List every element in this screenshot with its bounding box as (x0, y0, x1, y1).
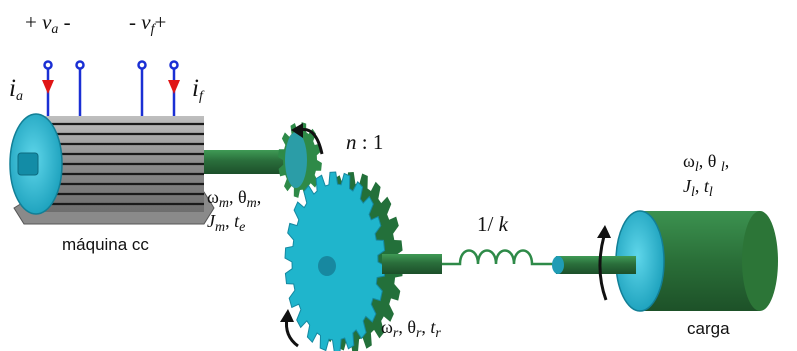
gear-shaft (382, 254, 442, 274)
rotation-arrows (280, 123, 611, 348)
load-body-end (742, 211, 778, 311)
large-gear (284, 171, 403, 351)
if-label: if (192, 75, 203, 104)
gear-speed-angle-torque-label: ωr, θr, tr (381, 317, 441, 341)
field-current-arrow (168, 80, 180, 94)
spring (442, 249, 556, 266)
dc-machine (9, 113, 215, 225)
load-inertia-torque-label: Jl, tl (683, 176, 713, 200)
vf-label: - vf+ (129, 10, 167, 37)
load-shaft (556, 256, 636, 274)
motor-stripes (40, 122, 204, 206)
terminal-wires (43, 60, 179, 116)
gear-ratio-label: n : 1 (346, 130, 384, 154)
gear-rotation-arrow (285, 317, 299, 348)
load (615, 210, 778, 312)
current-arrows (42, 80, 180, 94)
load-speed-angle-label: ωl, θ l, (683, 151, 730, 175)
va-label: + va - (25, 10, 71, 37)
motor-inertia-torque-label: Jm, te (207, 211, 246, 235)
spring-label: 1/ k (477, 212, 508, 236)
load-shaft-end (552, 256, 564, 274)
pinion-gear (278, 122, 322, 198)
motor-hub (17, 152, 39, 176)
armature-current-arrow (42, 80, 54, 94)
load-rotation-arrow (598, 235, 608, 301)
motor-speed-angle-label: ωm, θm, (207, 187, 262, 211)
load-caption: carga (687, 319, 730, 338)
motor-caption: máquina cc (62, 235, 149, 254)
ia-label: ia (9, 75, 23, 104)
